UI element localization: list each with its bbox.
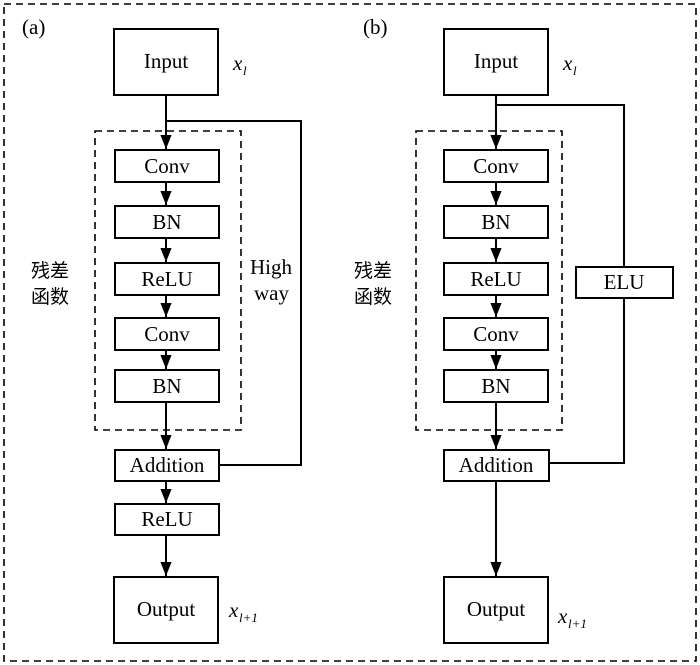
panel-b-input-sub: l (573, 63, 577, 78)
panel-b-relu-label: ReLU (470, 267, 521, 291)
panel-a-residual-group (94, 130, 242, 431)
panel-a-post-relu-label: ReLU (141, 507, 192, 531)
panel-a-block-box (114, 317, 220, 351)
panel-b-block-box (443, 317, 549, 351)
panel-a-bn2-label: BN (152, 374, 181, 398)
panel-b-block-box (443, 205, 549, 239)
panel-b-input-box (443, 28, 549, 96)
panel-a-group-label-2: 函数 (31, 286, 69, 308)
panel-a-input-var: x (232, 51, 243, 75)
panel-b-residual-group (415, 130, 563, 431)
panel-b-output-sub: l+1 (568, 616, 587, 631)
panel-a-relu-label: ReLU (141, 267, 192, 291)
panel-a-highway-path (166, 120, 302, 466)
panel-b-block-box (443, 262, 549, 296)
outer-frame (3, 3, 697, 662)
panel-b-tag: (b) (363, 15, 388, 39)
panel-a-output-label: Output (137, 597, 196, 621)
panel-a-input-sub: l (243, 63, 247, 78)
panel-b-conv1-label: Conv (473, 154, 519, 178)
panel-a-group-label-1: 残差 (31, 260, 69, 282)
panel-b: (b) Input x l 残差 函数 Conv BN ReLU Conv BN… (354, 15, 674, 644)
panel-b-elu-label: ELU (604, 270, 645, 294)
panel-b-bn2-label: BN (481, 374, 510, 398)
panel-a-highway-label-2: way (254, 281, 289, 305)
panel-b-output-box (443, 576, 549, 644)
panel-b-input-var: x (562, 51, 573, 75)
panel-a-highway-label-1: High (250, 255, 293, 279)
panel-a-block-box (114, 262, 220, 296)
panel-a-tag: (a) (22, 15, 45, 39)
panel-b-shortcut-path-bottom (549, 298, 625, 464)
panel-b-conv2-label: Conv (473, 322, 519, 346)
panel-a-block-box (114, 149, 220, 183)
panel-b-bn1-label: BN (481, 210, 510, 234)
panel-a-conv1-label: Conv (144, 154, 190, 178)
panel-b-group-label-1: 残差 (354, 260, 392, 282)
panel-b-output-label: Output (467, 597, 526, 621)
panel-a-output-var: x (228, 598, 239, 622)
panel-b-addition-label: Addition (459, 453, 534, 477)
panel-a-post-relu-box (114, 503, 220, 536)
panel-a-block-box (114, 369, 220, 403)
panel-b-block-box (443, 149, 549, 183)
panel-b-block-box (443, 369, 549, 403)
panel-a: (a) Input x l 残差 函数 Conv BN ReLU Conv BN… (22, 15, 302, 644)
panel-a-input-box (113, 28, 219, 96)
panel-a-input-label: Input (144, 49, 188, 73)
panel-b-elu-box (575, 266, 674, 299)
panel-a-addition-label: Addition (130, 453, 205, 477)
panel-b-shortcut-path-top (496, 104, 625, 267)
panel-a-conv2-label: Conv (144, 322, 190, 346)
panel-a-addition-box (114, 449, 220, 482)
panel-a-output-box (113, 576, 219, 644)
panel-b-output-var: x (557, 604, 568, 628)
panel-b-group-label-2: 函数 (354, 286, 392, 308)
panel-a-output-sub: l+1 (239, 610, 258, 625)
panel-a-bn1-label: BN (152, 210, 181, 234)
panel-b-addition-box (443, 449, 550, 482)
panel-b-input-label: Input (474, 49, 518, 73)
